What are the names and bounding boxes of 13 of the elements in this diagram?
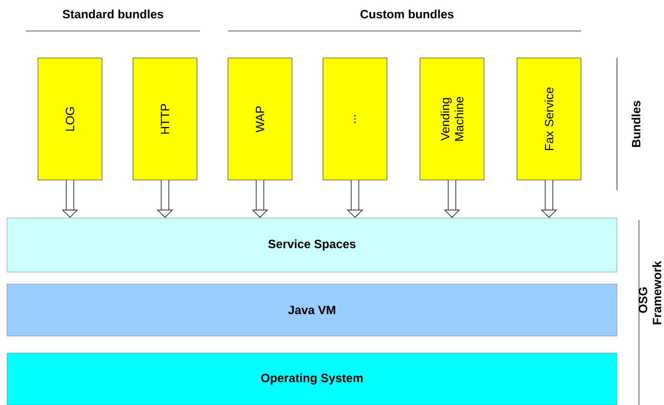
bundle-box: Vending Machine (420, 58, 484, 180)
layer-box: Service Spaces (6, 218, 618, 272)
bundle-box: HTTP (132, 58, 198, 180)
bundle-box: LOG (38, 58, 102, 180)
heading: Custom bundles (360, 10, 454, 18)
side-label: OSG Framework (638, 260, 662, 324)
layer-box: Java VM (6, 284, 618, 336)
layer-box: Operating System (6, 352, 618, 405)
bundle-box: Fax Service (516, 58, 582, 180)
bundle-box: ... (322, 58, 388, 180)
side-label: Bundles (632, 100, 640, 147)
bundle-box: WAP (228, 58, 292, 180)
heading: Standard bundles (62, 10, 164, 18)
